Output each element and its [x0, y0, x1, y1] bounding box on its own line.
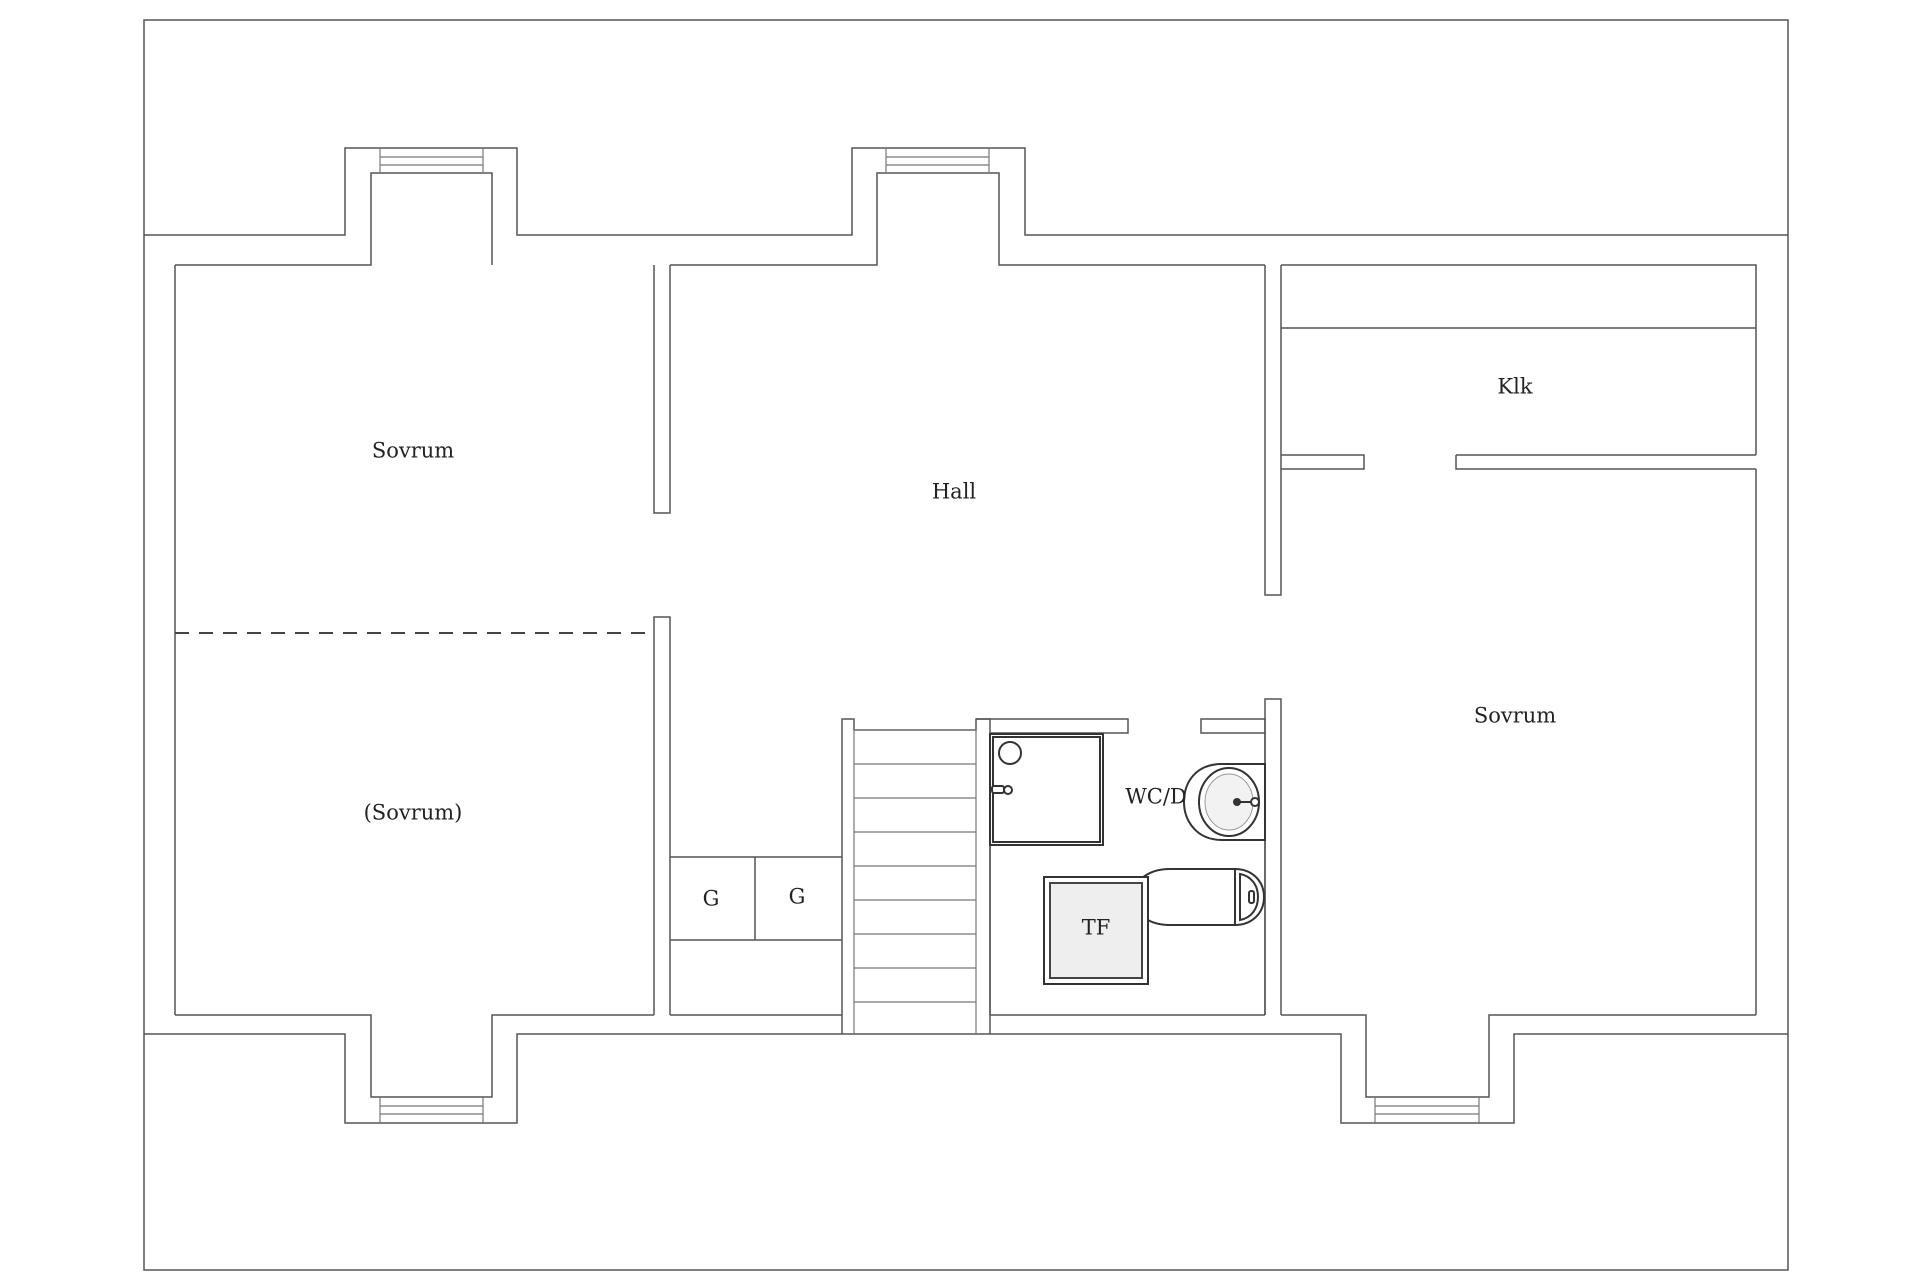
- wall-inner-bottom-right: [1281, 1014, 1756, 1098]
- room-label-sovrum-east: Sovrum: [1474, 704, 1556, 728]
- washbasin-fixture: [1182, 763, 1266, 841]
- shower-fixture: [989, 733, 1104, 846]
- wall-inner-top-hall: [670, 172, 1265, 266]
- wall-partition-east-upper: [1264, 265, 1282, 596]
- room-label-wc-d: WC/D: [1125, 785, 1187, 809]
- wall-partition-nw: [653, 265, 671, 514]
- wall-klk-lower: [1281, 454, 1365, 470]
- outer-boundary: [143, 19, 1789, 1271]
- wall-outer-bottom: [144, 1033, 1788, 1124]
- window-top-left: [379, 148, 484, 173]
- room-label-klk: Klk: [1497, 375, 1532, 399]
- closet-g: [670, 856, 842, 941]
- wall-bathroom-right: [1200, 718, 1266, 734]
- room-label-sovrum-sw: (Sovrum): [364, 801, 463, 825]
- window-bottom-right: [1374, 1097, 1480, 1123]
- window-top-hall: [885, 148, 990, 173]
- room-label-sovrum-nw: Sovrum: [372, 439, 454, 463]
- room-label-tf: TF: [1082, 916, 1111, 940]
- stair-treads: [853, 729, 977, 1034]
- room-label-hall: Hall: [932, 480, 977, 504]
- wall-inner-top: [175, 172, 493, 266]
- wall-partition-sw: [653, 616, 671, 1015]
- room-label-g-left: G: [703, 887, 720, 911]
- wall-partition-east-lower: [1264, 698, 1282, 1015]
- window-bottom-left: [379, 1097, 484, 1123]
- toilet-fixture: [1131, 867, 1266, 927]
- wall-inner-bottom-left: [175, 1014, 654, 1098]
- tf-fixture: [1043, 876, 1149, 985]
- wall-klk-lower-right: [1455, 454, 1756, 470]
- stairs-outline: [841, 718, 991, 1034]
- wall-outer-top: [144, 147, 1788, 236]
- room-label-g-right: G: [789, 885, 806, 909]
- wall-klk: [1281, 264, 1757, 455]
